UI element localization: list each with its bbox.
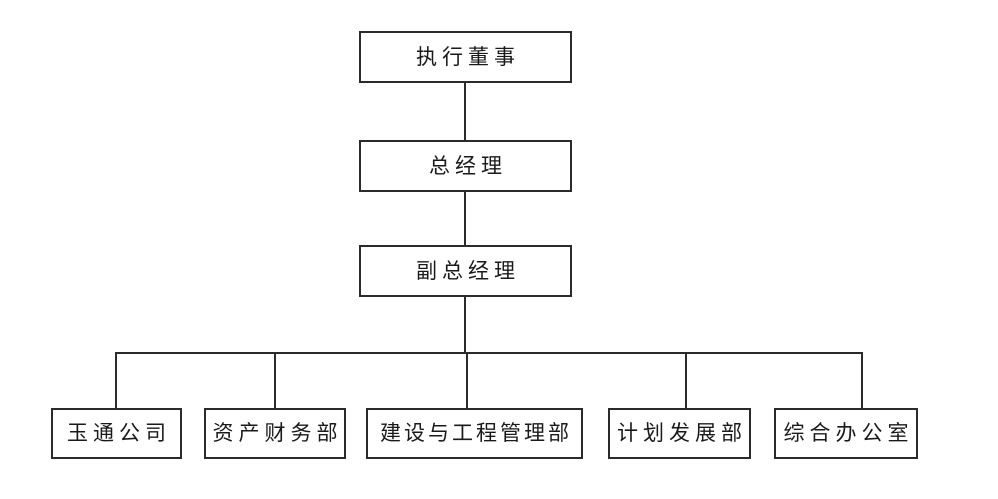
node-general-office: 综合办公室 xyxy=(774,408,918,459)
node-label: 副总经理 xyxy=(416,258,520,283)
connector-deputy-to-bar xyxy=(464,297,466,352)
connector-director-to-gm xyxy=(464,83,466,140)
node-construction-engineering-dept: 建设与工程管理部 xyxy=(366,408,583,459)
node-asset-finance-dept: 资产财务部 xyxy=(204,408,346,459)
connector-drop-yutong-company xyxy=(115,352,117,408)
node-label: 总经理 xyxy=(429,153,507,178)
node-label: 综合办公室 xyxy=(783,421,914,445)
node-executive-director: 执行董事 xyxy=(359,31,572,83)
node-label: 建设与工程管理部 xyxy=(380,421,572,445)
node-planning-development-dept: 计划发展部 xyxy=(608,408,751,459)
node-deputy-general-manager: 副总经理 xyxy=(359,245,572,297)
connector-drop-planning-development xyxy=(685,352,687,409)
node-label: 计划发展部 xyxy=(617,421,747,445)
connector-drop-general-office xyxy=(861,352,863,409)
connector-gm-to-deputy xyxy=(464,192,466,245)
node-yutong-company: 玉通公司 xyxy=(51,408,182,459)
node-general-manager: 总经理 xyxy=(359,140,572,192)
connector-drop-asset-finance xyxy=(274,352,276,408)
node-label: 执行董事 xyxy=(416,44,520,69)
node-label: 玉通公司 xyxy=(67,421,171,445)
node-label: 资产财务部 xyxy=(212,421,343,445)
connector-horizontal-bar xyxy=(115,352,863,354)
connector-drop-construction-engineering xyxy=(466,352,468,408)
